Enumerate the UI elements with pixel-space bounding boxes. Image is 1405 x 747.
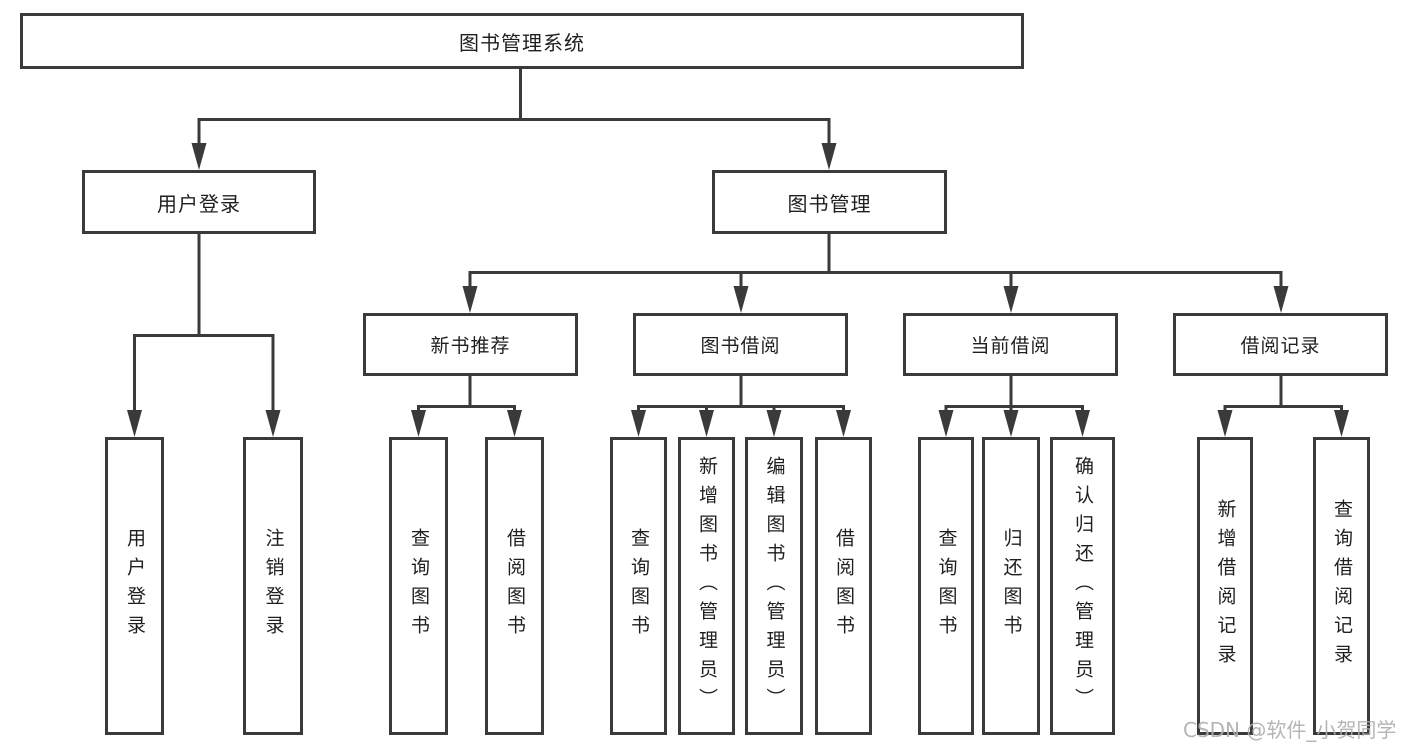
node-leaf-logout: 注销登录 — [243, 437, 303, 735]
node-leaf-query-books-2: 查询图书 — [610, 437, 667, 735]
node-label: 查询借阅记录 — [1331, 499, 1353, 673]
connector-userlogin-children — [133, 234, 275, 417]
node-leaf-borrow-books-2: 借阅图书 — [815, 437, 872, 735]
node-label: 当前借阅 — [970, 335, 1051, 357]
node-leaf-edit-books-admin: 编辑图书（管理员） — [745, 437, 803, 735]
node-label: 归还图书 — [1000, 528, 1023, 644]
node-leaf-confirm-return-admin: 确认归还（管理员） — [1050, 437, 1115, 735]
arrowheads-level3 — [462, 286, 1289, 313]
node-label: 新增图书（管理员） — [696, 455, 718, 717]
arrowheads-records-children — [1217, 410, 1349, 437]
node-current-borrow: 当前借阅 — [903, 313, 1118, 376]
node-label: 借阅记录 — [1240, 335, 1321, 357]
node-leaf-return-books: 归还图书 — [982, 437, 1040, 735]
node-label: 图书管理系统 — [459, 30, 585, 55]
node-label: 注销登录 — [262, 528, 285, 644]
node-label: 查询图书 — [628, 528, 650, 644]
node-label: 编辑图书（管理员） — [763, 455, 786, 717]
node-leaf-borrow-books-1: 借阅图书 — [485, 437, 544, 735]
node-label: 新书推荐 — [430, 335, 511, 357]
node-label: 用户登录 — [124, 528, 146, 644]
node-label: 借阅图书 — [833, 528, 855, 644]
node-label: 查询图书 — [935, 528, 958, 644]
node-root-system: 图书管理系统 — [20, 13, 1024, 69]
node-book-management: 图书管理 — [712, 170, 947, 234]
node-new-book-recommend: 新书推荐 — [363, 313, 578, 376]
arrowheads-borrow-children — [631, 410, 851, 437]
connector-newbooks-children — [417, 376, 516, 418]
node-label: 借阅图书 — [504, 528, 526, 644]
node-leaf-add-borrow-record: 新增借阅记录 — [1197, 437, 1253, 735]
node-label: 查询图书 — [408, 528, 430, 644]
node-label: 用户登录 — [157, 191, 241, 216]
node-label: 图书管理 — [787, 191, 872, 216]
node-label: 确认归还（管理员） — [1072, 455, 1094, 717]
node-leaf-add-books-admin: 新增图书（管理员） — [678, 437, 735, 735]
node-leaf-user-login: 用户登录 — [105, 437, 164, 735]
node-borrow-records: 借阅记录 — [1173, 313, 1388, 376]
node-label: 图书借阅 — [700, 335, 781, 357]
connector-bookmgmt-to-level3 — [468, 234, 1283, 294]
connector-records-children — [1223, 376, 1343, 418]
arrowheads-current-children — [938, 410, 1090, 437]
csdn-watermark: CSDN @软件_小贺同学 — [1183, 718, 1397, 742]
arrowheads-newbooks-children — [411, 410, 522, 437]
node-leaf-query-books-1: 查询图书 — [389, 437, 448, 735]
node-leaf-query-borrow-record: 查询借阅记录 — [1313, 437, 1370, 735]
connector-borrow-children — [637, 376, 845, 418]
node-user-login: 用户登录 — [82, 170, 316, 234]
connector-root-to-level2 — [197, 68, 831, 150]
arrowheads-level2 — [191, 143, 837, 170]
node-book-borrow: 图书借阅 — [633, 313, 848, 376]
connector-current-children — [944, 376, 1084, 418]
arrowheads-userlogin-children — [127, 410, 281, 437]
node-label: 新增借阅记录 — [1214, 499, 1237, 673]
node-leaf-query-books-3: 查询图书 — [918, 437, 974, 735]
